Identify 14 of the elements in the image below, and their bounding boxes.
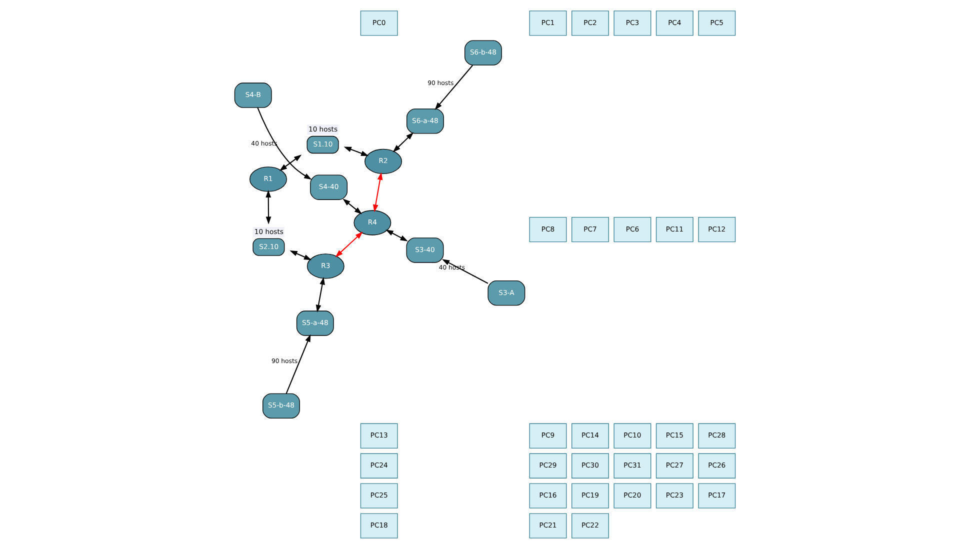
- arrow: [392, 132, 414, 152]
- arrow: [385, 230, 408, 242]
- arrow: [278, 154, 302, 171]
- arrow: [334, 232, 362, 258]
- arrow: [434, 65, 472, 110]
- arrow: [441, 259, 488, 284]
- arrow: [372, 172, 382, 212]
- arrow: [342, 198, 362, 214]
- arrow: [265, 190, 271, 224]
- arrow: [289, 250, 312, 260]
- arrow: [256, 108, 312, 180]
- arrow: [285, 334, 310, 394]
- arrow: [315, 276, 324, 313]
- arrow: [343, 146, 368, 156]
